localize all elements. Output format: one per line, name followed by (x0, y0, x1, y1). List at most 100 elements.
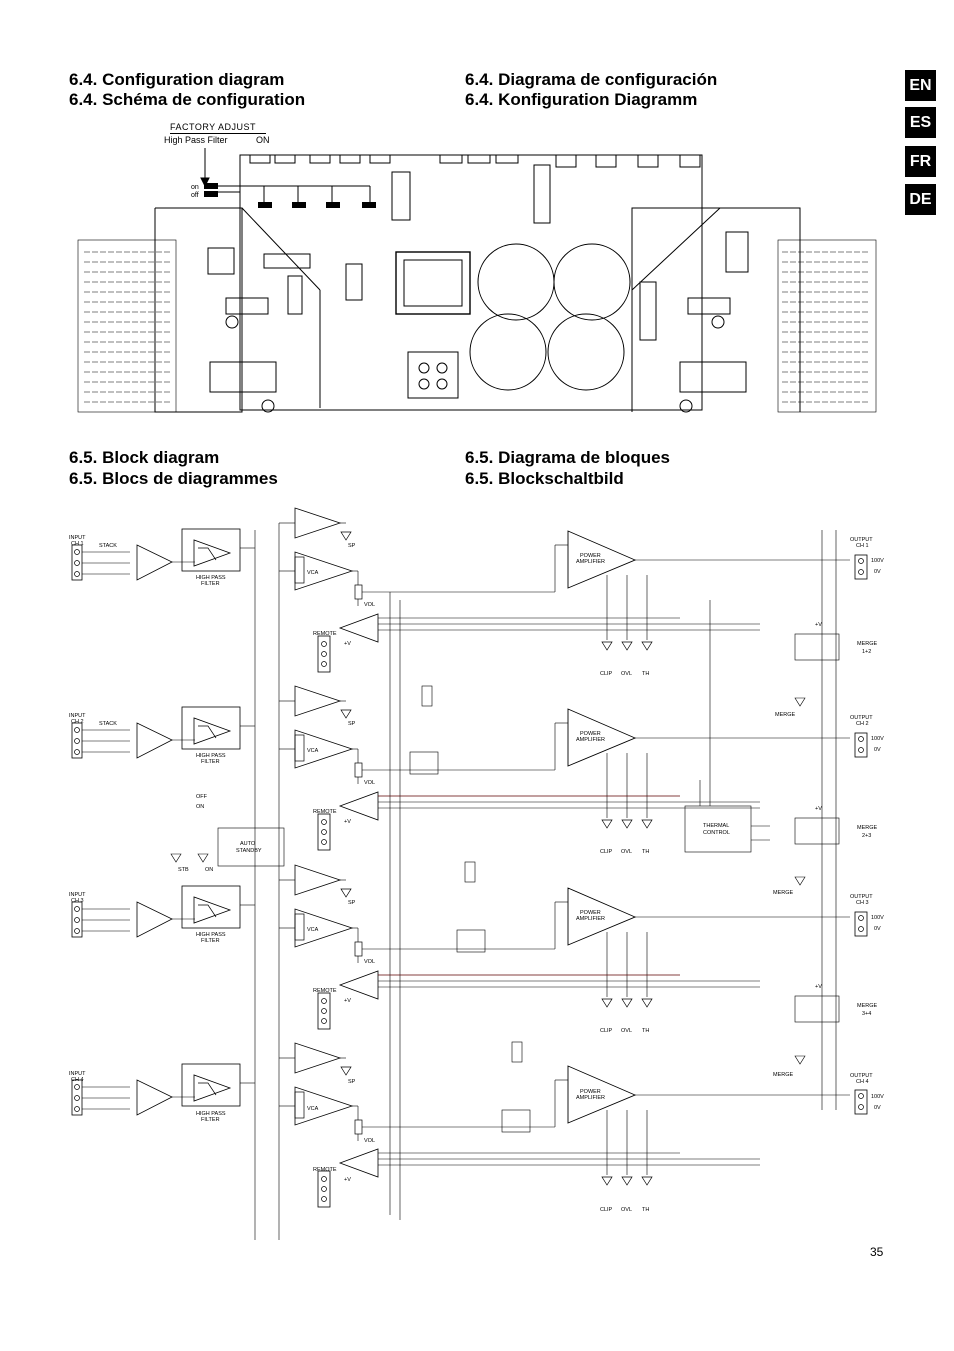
heading-block-fr: 6.5. Blocs de diagrammes (69, 469, 278, 488)
svg-text:OVL: OVL (621, 849, 632, 855)
channel-2-chain (71, 685, 868, 851)
svg-text:THERMAL: THERMAL (703, 823, 729, 829)
svg-text:CLIP: CLIP (600, 849, 613, 855)
svg-text:0V: 0V (874, 926, 881, 932)
svg-text:OVL: OVL (621, 1028, 632, 1034)
svg-text:SP: SP (348, 721, 356, 727)
svg-text:STACK: STACK (99, 543, 117, 549)
svg-text:OUTPUT: OUTPUT (850, 1073, 873, 1079)
svg-text:VOL: VOL (364, 959, 375, 965)
svg-text:MERGE: MERGE (857, 825, 878, 831)
svg-text:1+2: 1+2 (862, 649, 871, 655)
language-tab-fr[interactable]: FR (905, 146, 936, 177)
factory-adjust-underline (170, 133, 266, 134)
svg-text:CH 2: CH 2 (71, 719, 84, 725)
channel-4-chain (71, 1042, 868, 1208)
svg-text:AMPLIFIER: AMPLIFIER (576, 1095, 605, 1101)
svg-text:CH 1: CH 1 (71, 541, 84, 547)
configuration-diagram: on off (77, 148, 877, 413)
heading-config-fr: 6.4. Schéma de configuration (69, 90, 306, 109)
svg-text:CLIP: CLIP (600, 1207, 613, 1213)
svg-text:CONTROL: CONTROL (703, 830, 730, 836)
svg-text:MERGE: MERGE (857, 641, 878, 647)
svg-text:MERGE: MERGE (773, 1072, 794, 1078)
svg-text:TH: TH (642, 849, 649, 855)
svg-text:FILTER: FILTER (201, 759, 220, 765)
factory-adjust-setting: High Pass Filter (164, 135, 228, 145)
svg-text:VCA: VCA (307, 927, 319, 933)
svg-text:STANDBY: STANDBY (236, 848, 262, 854)
svg-text:CLIP: CLIP (600, 671, 613, 677)
svg-text:HIGH PASS: HIGH PASS (196, 1111, 226, 1117)
svg-text:+V: +V (344, 641, 351, 647)
svg-text:AMPLIFIER: AMPLIFIER (576, 916, 605, 922)
svg-text:SP: SP (348, 1079, 356, 1085)
svg-text:CH 3: CH 3 (856, 900, 869, 906)
svg-text:REMOTE: REMOTE (313, 1167, 337, 1173)
svg-text:CH 1: CH 1 (856, 543, 869, 549)
svg-text:100V: 100V (871, 1094, 884, 1100)
heading-config-en: 6.4. Configuration diagram (69, 70, 285, 89)
svg-text:VCA: VCA (307, 1106, 319, 1112)
heading-config-es: 6.4. Diagrama de configuración (465, 70, 718, 89)
svg-text:AMPLIFIER: AMPLIFIER (576, 559, 605, 565)
channel-3-chain (71, 864, 868, 1030)
svg-text:TH: TH (642, 671, 649, 677)
svg-text:FILTER: FILTER (201, 1117, 220, 1123)
svg-text:ON: ON (205, 867, 213, 873)
svg-text:VOL: VOL (364, 1138, 375, 1144)
svg-text:OUTPUT: OUTPUT (850, 715, 873, 721)
svg-text:+V: +V (344, 1177, 351, 1183)
svg-text:FILTER: FILTER (201, 938, 220, 944)
svg-text:POWER: POWER (580, 910, 601, 916)
svg-text:MERGE: MERGE (857, 1003, 878, 1009)
language-tab-en[interactable]: EN (905, 70, 936, 101)
svg-text:MERGE: MERGE (775, 712, 796, 718)
svg-text:VOL: VOL (364, 780, 375, 786)
svg-text:HIGH PASS: HIGH PASS (196, 753, 226, 759)
svg-text:REMOTE: REMOTE (313, 809, 337, 815)
svg-text:AUTO: AUTO (240, 841, 256, 847)
svg-text:+V: +V (815, 622, 822, 628)
svg-text:+V: +V (344, 998, 351, 1004)
svg-text:INPUT: INPUT (69, 713, 86, 719)
svg-text:VCA: VCA (307, 570, 319, 576)
svg-text:POWER: POWER (580, 731, 601, 737)
svg-text:on: on (191, 184, 199, 191)
svg-text:INPUT: INPUT (69, 535, 86, 541)
svg-text:off: off (191, 192, 199, 199)
svg-text:0V: 0V (874, 747, 881, 753)
svg-text:OVL: OVL (621, 671, 632, 677)
svg-text:MERGE: MERGE (773, 890, 794, 896)
svg-text:CH 2: CH 2 (856, 721, 869, 727)
svg-text:STB: STB (178, 867, 189, 873)
heading-block-es: 6.5. Diagrama de bloques (465, 448, 671, 467)
svg-text:2+3: 2+3 (862, 833, 871, 839)
svg-text:SP: SP (348, 543, 356, 549)
svg-text:TH: TH (642, 1207, 649, 1213)
svg-text:REMOTE: REMOTE (313, 988, 337, 994)
svg-text:VCA: VCA (307, 748, 319, 754)
svg-text:+V: +V (815, 984, 822, 990)
svg-text:+V: +V (344, 819, 351, 825)
svg-text:HIGH PASS: HIGH PASS (196, 932, 226, 938)
svg-text:3+4: 3+4 (862, 1011, 871, 1017)
svg-text:CH 4: CH 4 (856, 1079, 869, 1085)
page-number: 35 (870, 1245, 884, 1259)
svg-text:0V: 0V (874, 569, 881, 575)
language-tab-es[interactable]: ES (905, 107, 936, 138)
svg-text:OVL: OVL (621, 1207, 632, 1213)
svg-text:CH 3: CH 3 (71, 898, 84, 904)
svg-text:+V: +V (815, 806, 822, 812)
heading-config-de: 6.4. Konfiguration Diagramm (465, 90, 698, 109)
svg-text:INPUT: INPUT (69, 1071, 86, 1077)
svg-text:100V: 100V (871, 915, 884, 921)
svg-text:OUTPUT: OUTPUT (850, 537, 873, 543)
svg-text:POWER: POWER (580, 1089, 601, 1095)
svg-text:0V: 0V (874, 1105, 881, 1111)
svg-text:OUTPUT: OUTPUT (850, 894, 873, 900)
channel-1-chain (71, 507, 868, 673)
language-tab-de[interactable]: DE (905, 184, 936, 215)
svg-text:SP: SP (348, 900, 356, 906)
svg-text:100V: 100V (871, 558, 884, 564)
